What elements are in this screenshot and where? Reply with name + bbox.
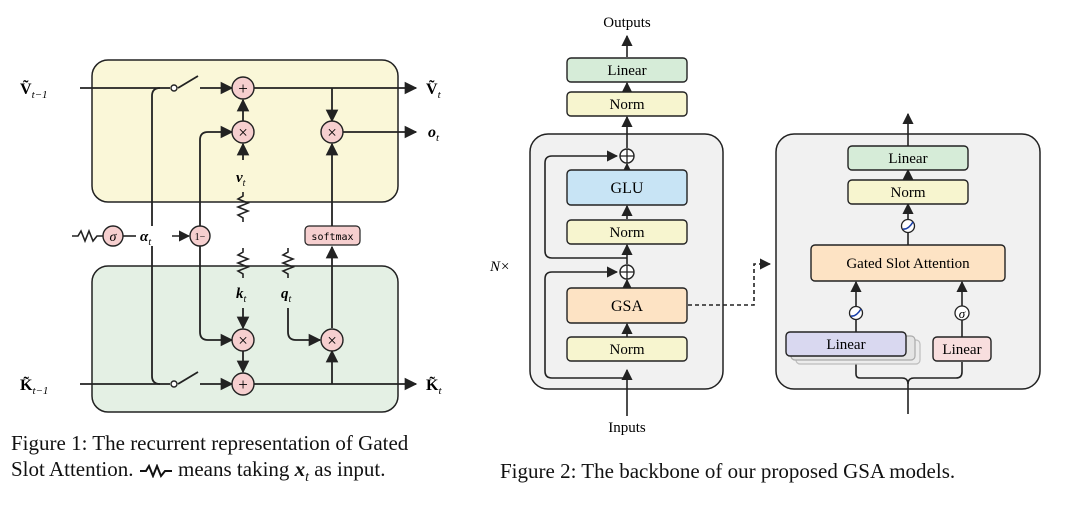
alpha-label-bg [136, 226, 170, 246]
detail-brace [855, 362, 963, 385]
k-plus-glyph: + [238, 375, 248, 394]
n-times-label: N× [489, 259, 510, 275]
zigzag-icon [139, 463, 172, 479]
q-zigzag [280, 248, 296, 278]
gsa-detail-connector [688, 258, 772, 306]
v-prev-label: Ṽt−1 [20, 78, 48, 101]
gsa-block [566, 287, 688, 324]
k-zigzag [235, 248, 251, 278]
detail-gsa-label: Gated Slot Attention [846, 256, 970, 272]
softmax-label: softmax [311, 232, 353, 243]
detail-linear-label: Linear [888, 151, 927, 167]
norm-block-top [566, 91, 688, 117]
norm-bottom-label: Norm [610, 342, 645, 358]
sigma-node-right [954, 305, 970, 321]
k-t-label: kt [236, 286, 247, 305]
figure1-caption-line1-text: The recurrent representation of Gated [87, 431, 409, 455]
figure1-caption-line2-b: means taking [172, 457, 295, 481]
figure2-caption-text: The backbone of our proposed GSA models. [576, 459, 956, 483]
inputs-label: Inputs [608, 420, 646, 436]
k-times-glyph: × [238, 331, 248, 350]
residual-lower [544, 266, 627, 379]
linear-top-label: Linear [607, 63, 646, 79]
one-minus-to-v-times [199, 125, 234, 226]
k-plus-node [231, 372, 255, 396]
outputs-label: Outputs [603, 15, 651, 31]
q-t-label: qt [281, 286, 292, 305]
one-minus-to-k-times [199, 246, 234, 347]
detail-linear-right-label: Linear [942, 342, 981, 358]
glu-block [566, 169, 688, 206]
detail-linear-left-label: Linear [826, 337, 865, 353]
k-times-node [231, 328, 255, 352]
k-switch-line [177, 371, 199, 385]
v-plus-glyph: + [238, 79, 248, 98]
one-minus-glyph: 1− [195, 232, 206, 243]
linear-block-top [566, 57, 688, 83]
detail-norm-label: Norm [891, 185, 926, 201]
o-label: ot [428, 124, 440, 144]
v-times-node [231, 120, 255, 144]
v-next-label: Ṽt [426, 78, 442, 101]
figure2-diagram: Outputs Inputs N× Linear Norm GLU Norm G… [489, 15, 1041, 436]
sigma-zigzag [72, 228, 103, 244]
k-next-label: K̃t [426, 375, 442, 397]
swish-icon-top [902, 221, 914, 230]
q-times-glyph: × [327, 331, 337, 350]
q-times-node [320, 328, 344, 352]
sigma-glyph: σ [110, 230, 118, 245]
figure1-caption-line2-c: as input. [309, 457, 386, 481]
residual-plus-lower-glyph [620, 265, 634, 279]
norm-block-bottom [566, 336, 688, 362]
swish-node-left [848, 305, 864, 321]
figure1-caption-line1: Figure 1: The recurrent representation o… [11, 430, 408, 457]
o-times-glyph: × [327, 123, 337, 142]
alpha-line-up [151, 87, 161, 226]
figure1-caption-line2: Slot Attention. means taking xt as input… [11, 456, 385, 491]
figure1-caption-var-sub: t [305, 470, 310, 486]
q-input-path [287, 308, 322, 347]
residual-plus-upper-glyph [620, 149, 634, 163]
figure1-diagram: + × × × × + σ 1− softmax Ṽt−1 Ṽt ot K̃t−… [20, 59, 442, 413]
norm-top-label: Norm [610, 97, 645, 113]
v-t-label: vt [236, 170, 246, 189]
sigma-right-glyph: σ [959, 306, 966, 321]
k-prev-label: K̃t−1 [20, 375, 48, 397]
figure2-caption-number: Figure 2: [500, 459, 577, 483]
v-zigzag [235, 192, 251, 222]
v-switch-line [152, 75, 199, 89]
detail-linear-right-block [932, 336, 992, 362]
v-switch-dot [170, 84, 178, 92]
detail-linear-block [847, 145, 969, 171]
detail-linear-left-block [785, 331, 907, 357]
figure1-caption-number: Figure 1: [11, 431, 88, 455]
swish-icon-left [850, 308, 862, 317]
swish-node-top [900, 218, 916, 234]
figure1-caption-line2-a: Slot Attention. [11, 457, 139, 481]
gsa-label: GSA [611, 298, 643, 315]
o-times-node [320, 120, 344, 144]
figure2-caption: Figure 2: The backbone of our proposed G… [500, 458, 955, 485]
v-times-glyph: × [238, 123, 248, 142]
glu-label: GLU [611, 180, 644, 197]
k-switch-dot [170, 380, 178, 388]
v-plus-node [231, 76, 255, 100]
detail-norm-block [847, 179, 969, 205]
norm-mid-label: Norm [610, 225, 645, 241]
figure1-caption-var: x [294, 457, 306, 481]
detail-gsa-block [810, 244, 1006, 282]
alpha-label: αt [140, 229, 151, 248]
residual-upper [544, 150, 627, 259]
norm-block-mid [566, 219, 688, 245]
